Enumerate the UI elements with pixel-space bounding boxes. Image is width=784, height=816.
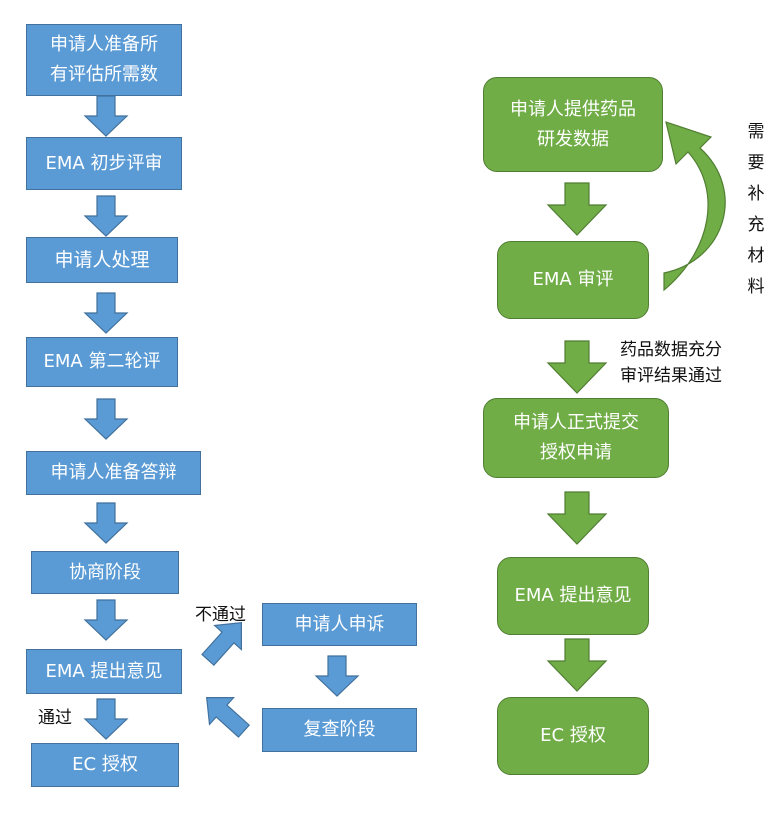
arrow-green-1 xyxy=(547,182,607,236)
arrow-green-2 xyxy=(547,340,607,394)
box-ema-opinion-right: EMA 提出意见 xyxy=(497,557,649,635)
box-ema-opinion: EMA 提出意见 xyxy=(26,649,182,694)
label-fail: 不通过 xyxy=(195,605,246,625)
arrow-down-5 xyxy=(84,502,128,544)
arrow-down-6 xyxy=(84,599,128,641)
box-applicant-process: 申请人处理 xyxy=(26,237,178,283)
label-pass-left: 通过 xyxy=(38,708,72,728)
box-consultation-stage: 协商阶段 xyxy=(31,551,179,594)
box-formal-submit: 申请人正式提交 授权申请 xyxy=(483,398,669,478)
box-appeal: 申请人申诉 xyxy=(262,603,417,646)
box-review-stage: 复查阶段 xyxy=(262,708,417,752)
box-ec-authorization-right: EC 授权 xyxy=(497,697,649,775)
curved-return-arrow xyxy=(663,121,726,292)
box-ema-second-round: EMA 第二轮评 xyxy=(26,337,178,387)
arrow-to-appeal xyxy=(201,622,242,667)
box-prepare-materials: 申请人准备所 有评估所需数 xyxy=(26,24,182,96)
arrow-down-2 xyxy=(84,195,128,237)
arrow-down-4 xyxy=(84,398,128,440)
label-pass-right: 药品数据充分 审评结果通过 xyxy=(620,340,722,386)
box-provide-data: 申请人提供药品 研发数据 xyxy=(483,77,663,172)
arrow-green-3 xyxy=(547,491,607,545)
arrow-down-1 xyxy=(84,95,128,137)
box-prepare-defense: 申请人准备答辩 xyxy=(26,451,201,495)
box-ec-authorization: EC 授权 xyxy=(31,743,179,787)
arrow-down-appeal xyxy=(315,655,359,697)
arrow-down-7 xyxy=(84,698,128,740)
arrow-down-3 xyxy=(84,292,128,334)
arrow-green-4 xyxy=(547,638,607,692)
box-ema-review: EMA 审评 xyxy=(497,241,649,319)
box-ema-initial-review: EMA 初步评审 xyxy=(26,137,182,190)
label-supplement-vertical: 需 要 补 充 材 料 xyxy=(747,122,765,297)
arrow-back-to-opinion xyxy=(206,697,251,738)
